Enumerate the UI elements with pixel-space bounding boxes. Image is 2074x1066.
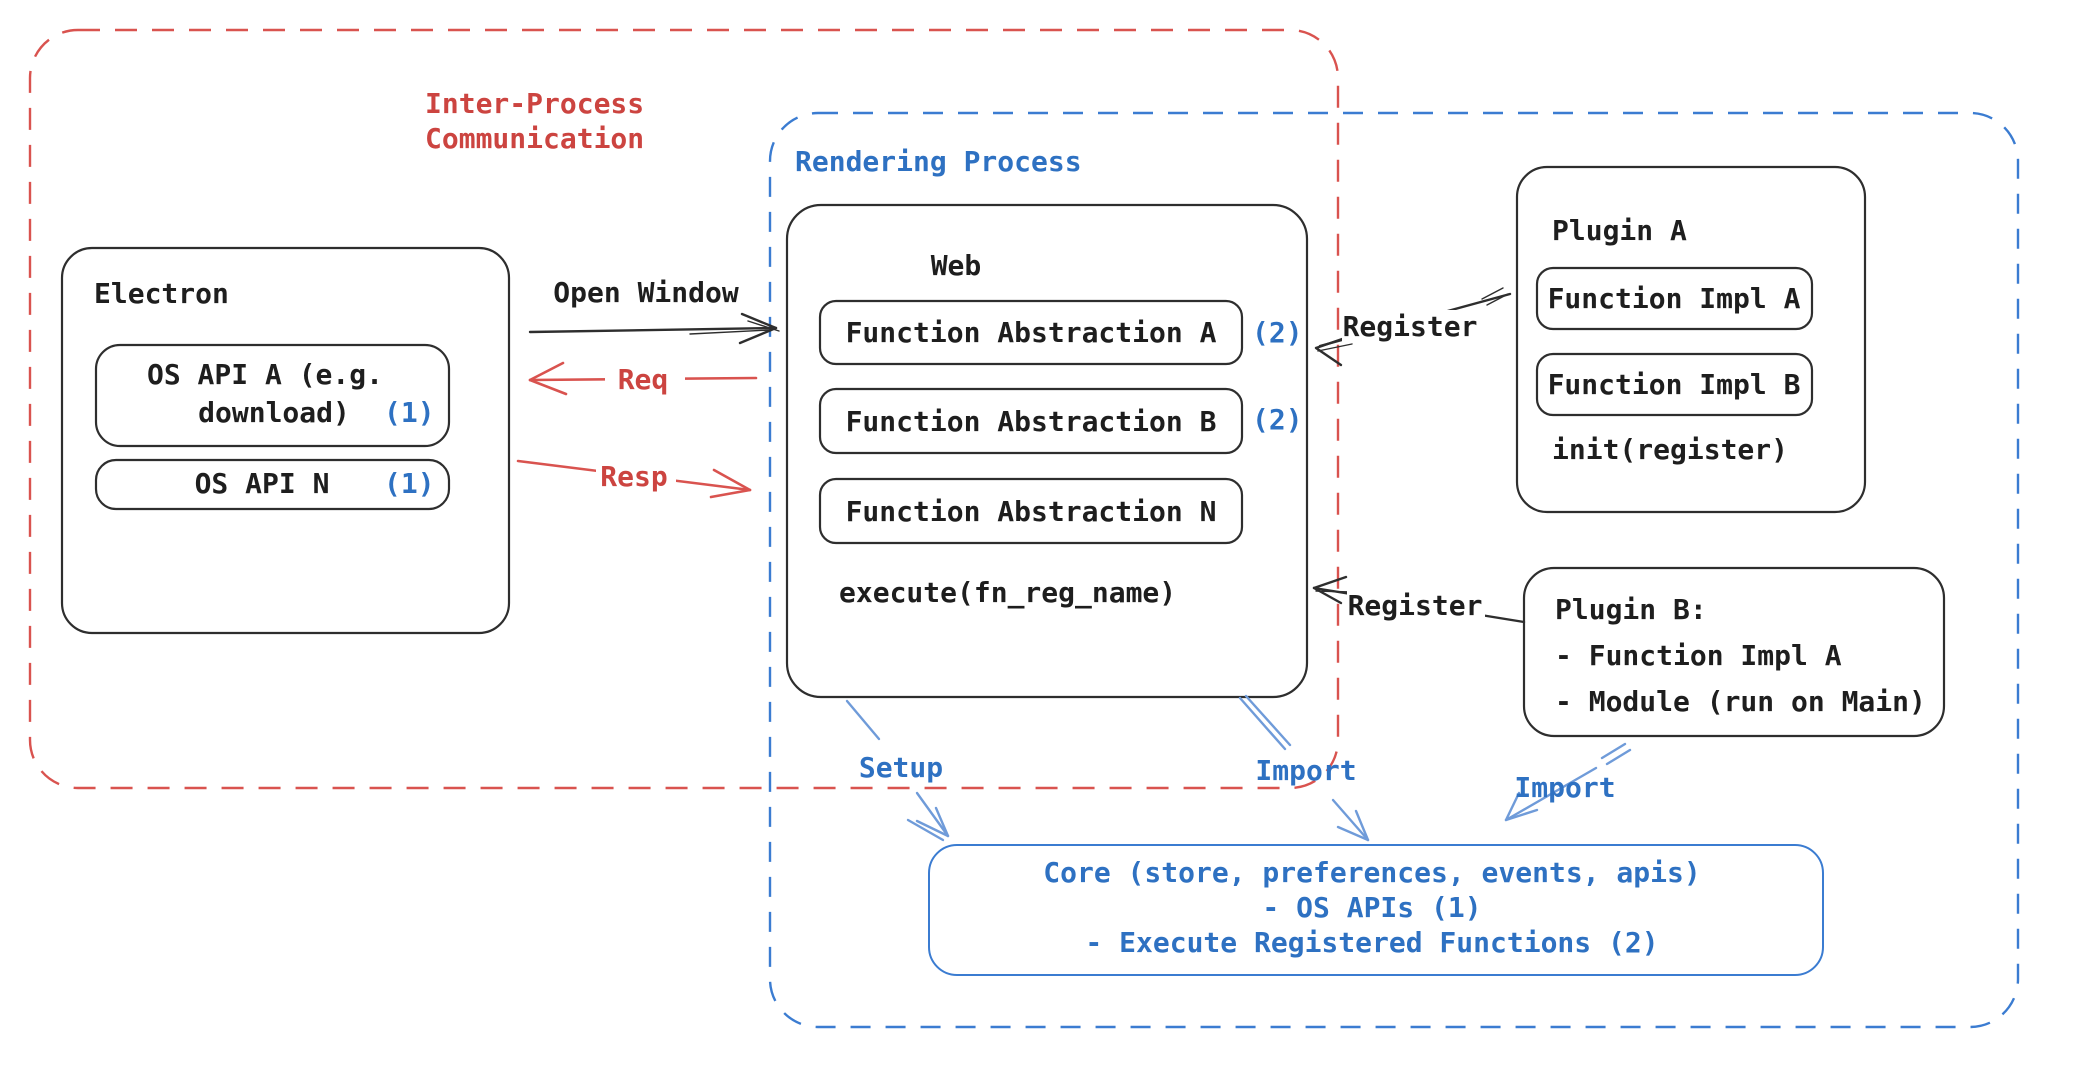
rendering-process-label: Rendering Process <box>795 145 1082 178</box>
import-plugin-b-arrow: Import <box>1504 742 1632 822</box>
os-api-n-outline <box>94 458 451 511</box>
plugin-b-item-1: - Function Impl A <box>1555 639 1842 672</box>
plugin-b-item-2: - Module (run on Main) <box>1555 685 1926 718</box>
core-outline <box>928 844 1824 976</box>
import-core-tail-line <box>1238 696 1287 751</box>
resp-arrowhead <box>709 468 752 499</box>
os-api-a-outline <box>94 343 451 448</box>
register-a-label-bg <box>1342 310 1480 342</box>
ipc-group-label-line1: Inter-Process <box>425 87 644 120</box>
import-core-label: Import <box>1255 754 1356 787</box>
open-window-arrowhead <box>738 312 778 345</box>
open-window-arrow: Open Window <box>528 276 780 345</box>
function-impl-b-box <box>1535 352 1814 417</box>
plugin-a-title: Plugin A <box>1552 214 1687 247</box>
import-core-arrowhead <box>1336 809 1370 842</box>
function-abstraction-a-ref: (2) <box>1252 316 1303 349</box>
plugin-a-init-label: init(register) <box>1552 433 1788 466</box>
function-abstraction-b-ref: (2) <box>1252 403 1303 436</box>
register-b-label-bg <box>1347 589 1485 621</box>
function-abstraction-n-label: Function Abstraction N <box>846 495 1217 528</box>
plugin-a-outline <box>1515 165 1867 514</box>
setup-arrow: Setup <box>845 699 950 842</box>
os-api-a-label-line1: OS API A (e.g. <box>147 358 383 391</box>
function-abstraction-a-label: Function Abstraction A <box>846 316 1217 349</box>
function-impl-a-label: Function Impl A <box>1548 282 1801 315</box>
register-a-arrowhead-overdraw <box>1317 343 1353 352</box>
ipc-group-label-line2: Communication <box>425 122 644 155</box>
os-api-a-label-line2: download) <box>198 396 350 429</box>
setup-tail-line <box>845 699 881 741</box>
req-arrow: Req <box>528 361 758 396</box>
setup-arrowhead <box>915 806 950 838</box>
import-plugin-b-line <box>1504 766 1598 822</box>
req-label-bg <box>605 363 685 395</box>
plugin-b-title: Plugin B: <box>1555 593 1707 626</box>
import-plugin-b-arrowhead <box>1504 791 1539 822</box>
os-api-n-ref: (1) <box>384 467 435 500</box>
function-abstraction-b-box <box>818 387 1244 455</box>
open-window-arrowhead-overdraw <box>747 320 780 332</box>
setup-head-line <box>915 791 950 838</box>
import-core-tail-overdraw <box>1244 694 1292 747</box>
register-plugin-a-label: Register <box>1343 310 1478 343</box>
function-abstraction-n-box <box>818 477 1244 545</box>
plugin-b-outline <box>1522 566 1946 738</box>
import-core-arrow: Import <box>1238 694 1370 842</box>
req-label: Req <box>618 363 669 396</box>
import-core-head-line <box>1331 798 1370 842</box>
import-plugin-b-tail-ticks <box>1600 742 1632 766</box>
function-impl-a-box <box>1535 266 1814 331</box>
web-title: Web <box>931 249 982 282</box>
import-plugin-b-label: Import <box>1514 771 1615 804</box>
os-api-n-box: OS API N (1) <box>94 458 451 511</box>
core-line3: - Execute Registered Functions (2) <box>1085 926 1658 959</box>
register-a-tail-ticks <box>1481 287 1509 306</box>
os-api-n-label: OS API N <box>195 467 330 500</box>
web-box: Web Function Abstraction A (2) Function … <box>785 203 1309 699</box>
register-plugin-b-label: Register <box>1348 589 1483 622</box>
req-arrowhead <box>528 361 568 396</box>
setup-label: Setup <box>859 751 943 784</box>
function-impl-b-label: Function Impl B <box>1548 368 1801 401</box>
open-window-line-overdraw <box>689 329 771 335</box>
register-plugin-a-arrow: Register <box>1314 287 1512 367</box>
resp-label: Resp <box>600 460 667 493</box>
web-execute-label: execute(fn_reg_name) <box>839 576 1176 609</box>
open-window-line <box>528 326 778 334</box>
function-abstraction-a-box <box>818 299 1244 366</box>
core-line2: - OS APIs (1) <box>1262 891 1481 924</box>
setup-arrowhead-overdraw <box>906 818 945 842</box>
ipc-group-frame <box>28 28 1340 790</box>
register-b-arrowhead-overdraw <box>1315 590 1352 593</box>
resp-label-bg <box>596 460 676 492</box>
rendering-process-group-frame <box>768 111 2020 1029</box>
electron-box: Electron OS API A (e.g. download) (1) OS… <box>60 246 511 635</box>
plugin-b-box: Plugin B: - Function Impl A - Module (ru… <box>1522 566 1946 738</box>
core-line1: Core (store, preferences, events, apis) <box>1043 856 1700 889</box>
open-window-label: Open Window <box>553 276 739 309</box>
os-api-a-box: OS API A (e.g. download) (1) <box>94 343 451 448</box>
resp-arrow: Resp <box>516 459 752 499</box>
plugin-a-box: Plugin A Function Impl A Function Impl B… <box>1515 165 1867 514</box>
core-box: Core (store, preferences, events, apis) … <box>928 844 1824 976</box>
electron-title: Electron <box>94 277 229 310</box>
os-api-a-ref: (1) <box>384 396 435 429</box>
register-plugin-b-arrow: Register <box>1312 575 1526 624</box>
function-abstraction-b-label: Function Abstraction B <box>846 405 1217 438</box>
